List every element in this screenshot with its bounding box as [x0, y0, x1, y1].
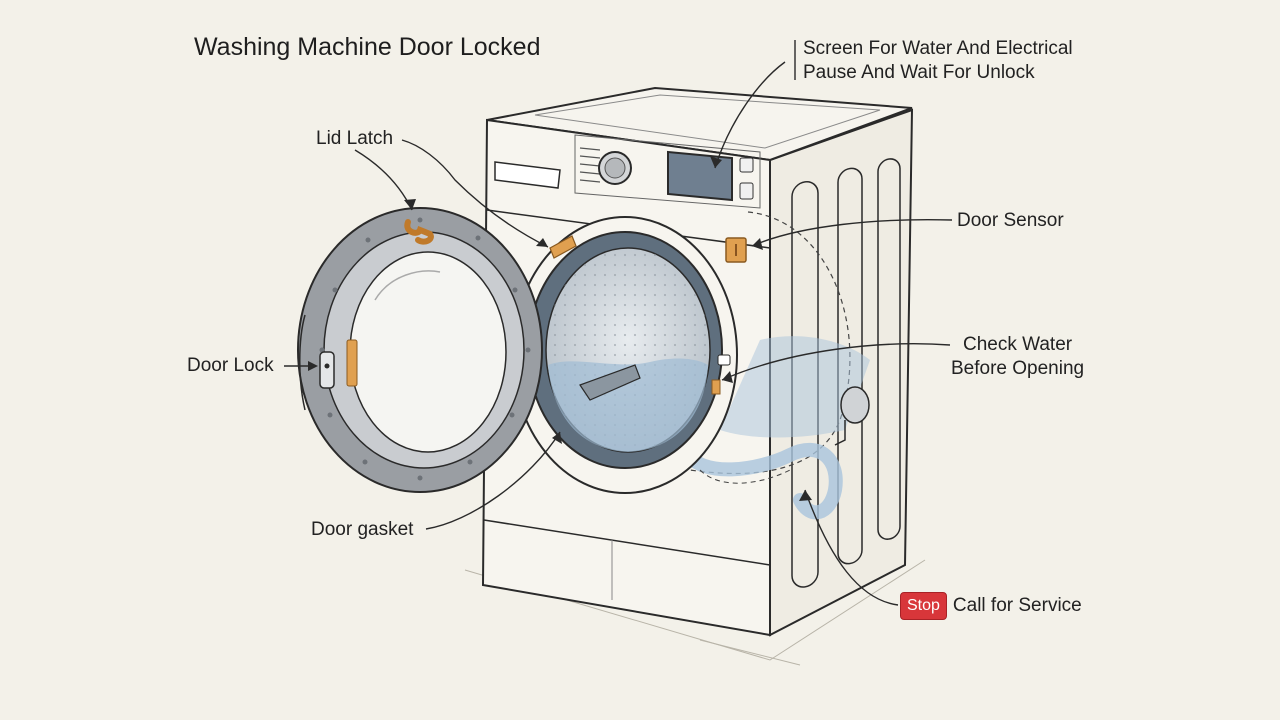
label-door-sensor: Door Sensor — [957, 210, 1064, 231]
start-pause-button — [739, 182, 754, 200]
lid-latch-part — [549, 235, 577, 259]
leader-lines — [284, 40, 953, 606]
open-door — [297, 207, 543, 493]
label-door-gasket: Door gasket — [311, 519, 414, 540]
label-check-water: Check Water Before Opening — [951, 333, 1084, 381]
call-service-text: Call for Service — [952, 595, 1082, 617]
stop-badge: Stop — [900, 592, 947, 620]
drain-pump — [840, 386, 870, 424]
label-door-lock: Door Lock — [187, 355, 274, 376]
door-hook — [404, 219, 434, 245]
label-screen: Screen For Water And Electrical Pause An… — [803, 37, 1073, 85]
label-check-water-line1: Check Water — [962, 334, 1073, 355]
leader-arrowheads — [308, 156, 812, 501]
diagram-title: Washing Machine Door Locked — [194, 33, 541, 61]
label-check-water-line2: Before Opening — [951, 357, 1085, 379]
power-button — [739, 157, 754, 173]
detergent-drawer — [494, 161, 561, 189]
display-screen — [667, 150, 733, 202]
water-hose — [678, 443, 843, 520]
door-glass — [349, 251, 507, 453]
label-screen-line1: Screen For Water And Electrical — [803, 38, 1073, 59]
label-screen-line2: Pause And Wait For Unlock — [803, 61, 1035, 83]
label-lid-latch: Lid Latch — [316, 128, 394, 149]
door-handle — [319, 351, 335, 389]
door-lock-strip — [346, 339, 358, 387]
